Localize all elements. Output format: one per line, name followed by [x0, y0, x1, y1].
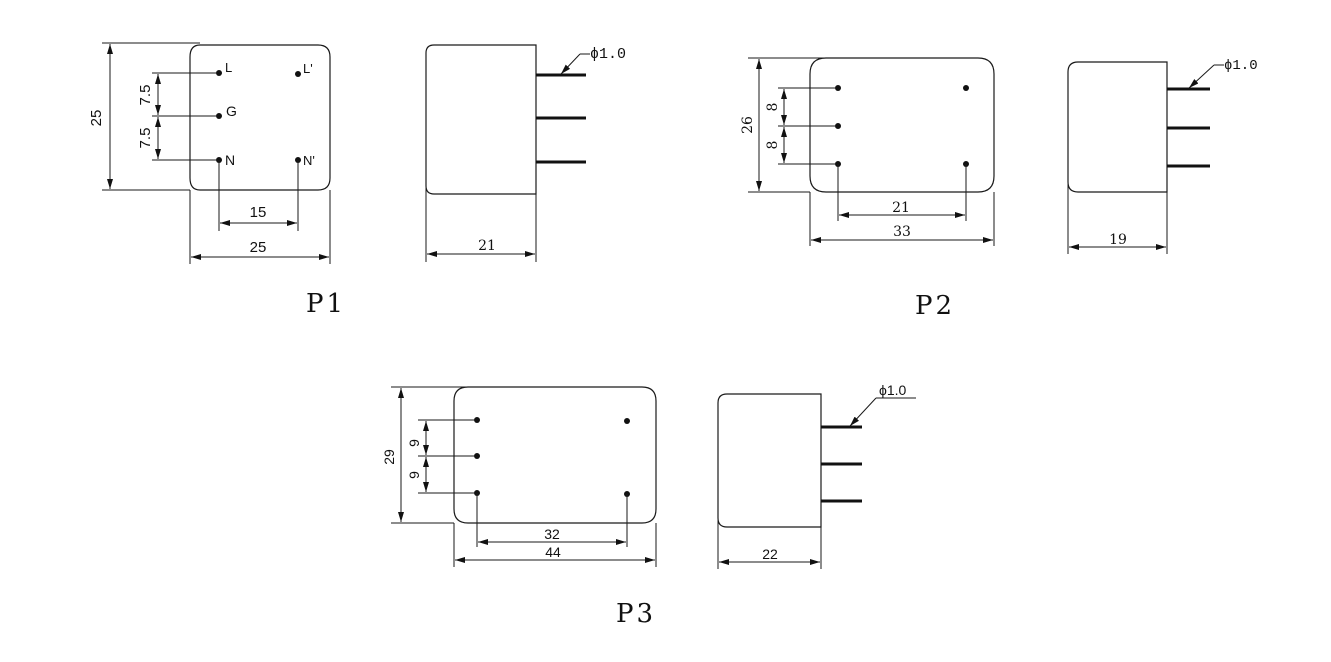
- p1-height-label: 25: [88, 110, 105, 127]
- p1-pitch-top-label: 7.5: [137, 85, 154, 106]
- p3-depth-label: 22: [762, 546, 778, 562]
- p3-side-outline: [717, 393, 822, 528]
- p3-caption: P3: [616, 599, 656, 629]
- p3-pitch-bottom-label: 9: [406, 471, 422, 479]
- p1-side-view: ϕ1.0 21: [425, 44, 626, 262]
- p3-side-view: ϕ1.0 22: [717, 382, 916, 569]
- p2-side-outline: [1067, 61, 1168, 193]
- p2-pitch-bottom-label: 8: [765, 141, 781, 150]
- p1-pin-spacing-label: 15: [250, 204, 267, 221]
- p3-height-label: 29: [381, 449, 397, 465]
- p2-package: 26 8 8 21 33 ϕ1.: [740, 57, 1258, 321]
- p1-front-view: L L' G N N' 25 7.5 7.5 15: [88, 42, 331, 264]
- p3-pin-middle-left: [474, 453, 480, 459]
- p1-width-label: 25: [250, 239, 267, 256]
- p1-label-n: N: [225, 152, 235, 168]
- p2-front-outline: [809, 57, 995, 193]
- p2-pin-top-right: [963, 85, 969, 91]
- p2-pin-diameter-label: ϕ1.0: [1224, 58, 1258, 74]
- p3-pin-top-right: [624, 418, 630, 424]
- p2-pin-spacing-label: 21: [892, 200, 910, 216]
- p1-label-n-prime: N': [303, 153, 315, 168]
- p2-pitch-top-label: 8: [765, 103, 781, 112]
- p1-label-g: G: [226, 103, 237, 119]
- p1-pin-l: [216, 70, 222, 76]
- p3-front-outline: [453, 386, 657, 524]
- p1-package: L L' G N N' 25 7.5 7.5 15: [88, 42, 626, 319]
- p1-side-outline: [425, 44, 537, 195]
- p2-pin-top-left: [835, 85, 841, 91]
- p1-pin-g: [216, 113, 222, 119]
- p1-depth-label: 21: [478, 238, 496, 254]
- p3-pin-top-left: [474, 417, 480, 423]
- p3-width-label: 44: [545, 544, 561, 560]
- p3-front-view: 29 9 9 32 44: [381, 386, 657, 567]
- p3-pin-diameter-label: ϕ1.0: [879, 382, 907, 398]
- p2-caption: P2: [915, 291, 955, 321]
- p2-height-label: 26: [740, 116, 756, 134]
- p1-front-outline: [189, 44, 331, 191]
- p1-pitch-bottom-label: 7.5: [137, 128, 154, 149]
- p1-pin-diameter-label: ϕ1.0: [590, 46, 626, 63]
- p3-pin-spacing-label: 32: [544, 526, 560, 542]
- p2-width-label: 33: [893, 224, 911, 240]
- p2-front-view: 26 8 8 21 33: [740, 57, 995, 246]
- p1-pin-l-prime: [295, 71, 301, 77]
- p3-pitch-top-label: 9: [406, 439, 422, 447]
- p2-depth-label: 19: [1109, 232, 1127, 248]
- p1-caption: P1: [306, 289, 346, 319]
- p1-label-l-prime: L': [303, 61, 313, 76]
- p3-package: 29 9 9 32 44 ϕ1.: [381, 382, 916, 629]
- p2-side-view: ϕ1.0 19: [1067, 58, 1258, 254]
- p2-pin-middle-left: [835, 123, 841, 129]
- p1-label-l: L: [225, 60, 232, 75]
